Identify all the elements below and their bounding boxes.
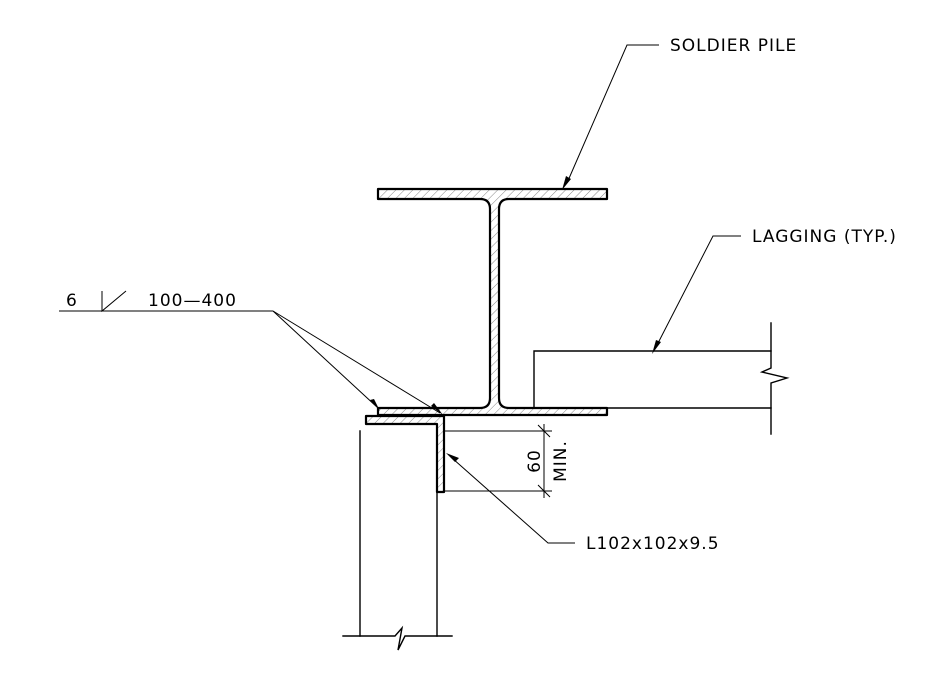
soldier-pile-label: SOLDIER PILE xyxy=(670,36,797,56)
weld-symbol xyxy=(59,290,443,415)
soldier-pile-h-section xyxy=(376,187,609,417)
lagging-arrowhead xyxy=(652,340,661,354)
angle-label: L102x102x9.5 xyxy=(586,534,720,554)
steel-angle xyxy=(364,414,446,494)
support-column xyxy=(342,430,453,651)
soldier-pile-arrowhead xyxy=(562,176,571,190)
dimension-60-min xyxy=(444,424,552,498)
soldier-pile-leader xyxy=(566,44,659,184)
lagging-board xyxy=(533,322,790,435)
angle-leader xyxy=(451,457,575,544)
angle-arrowhead xyxy=(446,453,459,462)
dimension-value: 60 xyxy=(525,449,545,473)
weld-length-pitch: 100—400 xyxy=(148,291,237,311)
lagging-leader xyxy=(655,235,741,348)
weld-size: 6 xyxy=(66,291,78,311)
lagging-label: LAGGING (TYP.) xyxy=(752,227,897,247)
dimension-note: MIN. xyxy=(551,440,571,482)
